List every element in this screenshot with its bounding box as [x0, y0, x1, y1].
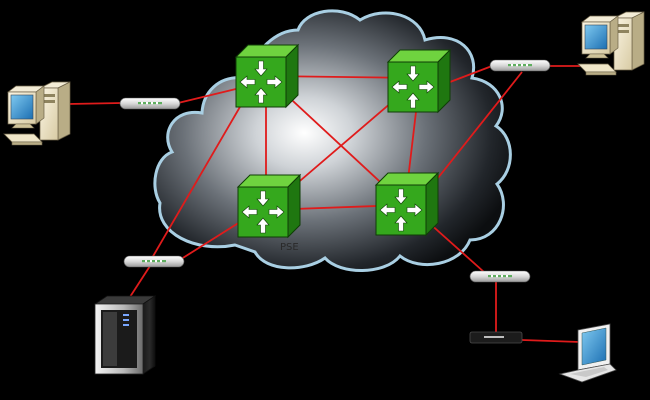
link-modem-right-to-router-br	[429, 71, 523, 189]
router-bottom-right[interactable]	[375, 172, 439, 236]
server[interactable]	[93, 295, 157, 375]
link-modem-bottom-left-to-router-bl	[177, 221, 241, 262]
router-icon	[387, 49, 451, 113]
router-top-right[interactable]	[387, 49, 451, 113]
link-access-box-to-laptop	[521, 339, 581, 343]
line-interface-icon	[123, 255, 185, 268]
router-icon	[375, 172, 439, 236]
link-modem-bottom-left-to-router-tl	[151, 99, 245, 259]
router-bottom-left[interactable]	[237, 174, 301, 238]
link-desktop-left-to-modem-left	[67, 102, 123, 105]
modem-bottom-right[interactable]	[469, 270, 531, 283]
line-interface-icon	[469, 270, 531, 283]
link-server-to-modem-bottom-left	[127, 265, 151, 301]
modem-right[interactable]	[489, 59, 551, 72]
link-router-br-to-modem-bottom-right	[427, 221, 485, 273]
router-top-left[interactable]	[235, 44, 299, 108]
line-interface-icon	[119, 97, 181, 110]
laptop[interactable]	[558, 323, 617, 383]
access-box[interactable]	[469, 331, 523, 344]
laptop-icon	[558, 323, 617, 383]
modem-bottom-left[interactable]	[123, 255, 185, 268]
router-icon	[235, 44, 299, 108]
access-device-icon	[469, 331, 523, 344]
modem-left[interactable]	[119, 97, 181, 110]
link-modem-left-to-router-tl	[177, 87, 241, 104]
router-icon	[237, 174, 301, 238]
server-tower-icon	[93, 295, 157, 375]
link-router-tr-to-modem-right	[449, 65, 493, 83]
line-interface-icon	[489, 59, 551, 72]
cloud-label: PSE	[280, 242, 299, 253]
